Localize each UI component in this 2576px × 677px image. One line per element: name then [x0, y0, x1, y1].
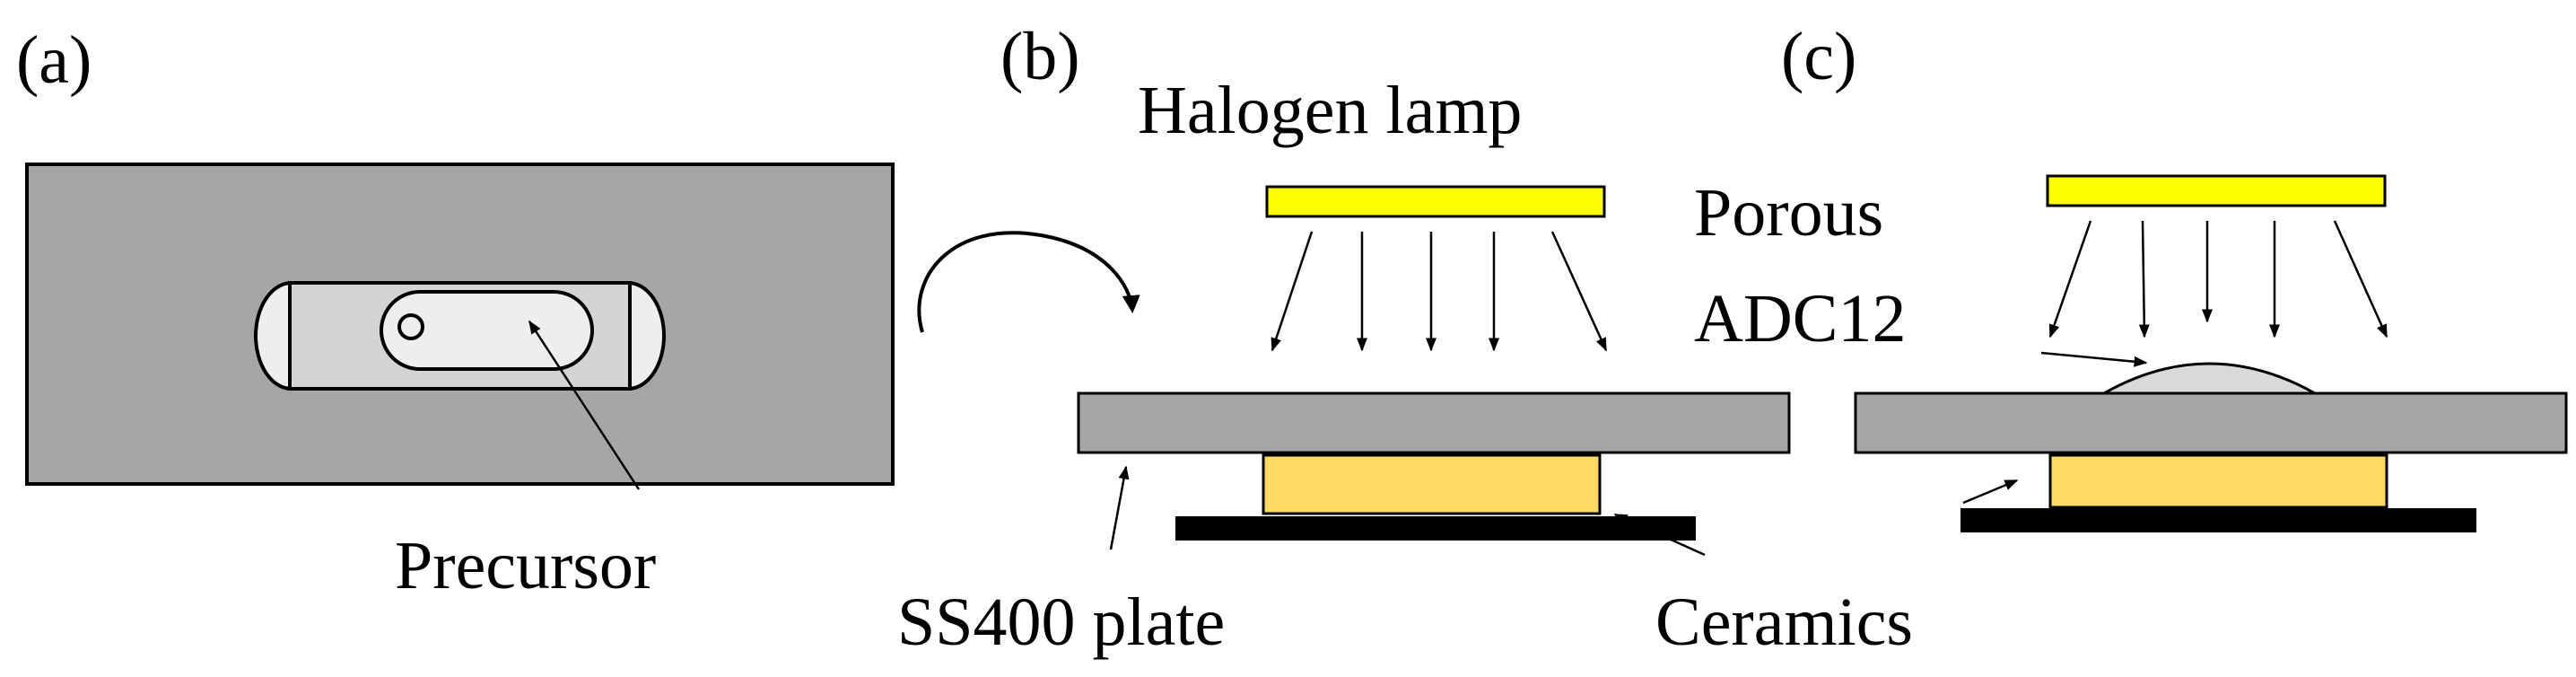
ceramic-base — [1960, 508, 2476, 532]
ceramic-base — [1175, 516, 1696, 541]
halogen-lamp-label: Halogen lamp — [1138, 73, 1522, 148]
panel-a-top-view — [25, 163, 895, 490]
ceramics-block — [2048, 453, 2388, 509]
ss400-plate-label: SS400 plate — [897, 585, 1225, 660]
porous-pointer-arrow — [2040, 351, 2148, 367]
rotation-arrow — [917, 231, 1140, 333]
precursor-label: Precursor — [395, 528, 656, 603]
light-rays — [1271, 231, 1608, 352]
light-ray — [2333, 220, 2388, 338]
panel-b-label: (b) — [1000, 19, 1080, 94]
light-ray — [2048, 220, 2092, 338]
porous-label: Porous — [1694, 175, 1883, 251]
ceramics-block — [1262, 453, 1602, 515]
light-rays — [2048, 220, 2388, 338]
ceramics-pointer-arrow-c — [1962, 479, 2019, 505]
hole-marker — [397, 313, 424, 340]
light-ray — [1550, 231, 1608, 352]
precursor-pointer-arrow — [528, 320, 641, 490]
light-ray — [2138, 220, 2150, 338]
light-ray — [1271, 231, 1314, 352]
ss400-plate — [1077, 391, 1791, 454]
precursor — [380, 290, 594, 371]
ceramics-label: Ceramics — [1655, 585, 1913, 660]
panel-c-side-view — [1854, 174, 2568, 532]
ceramics-pointer-arrow-b — [1613, 513, 1706, 557]
panel-a-label: (a) — [16, 22, 92, 98]
panel-b-side-view — [1077, 185, 1791, 557]
halogen-lamp — [2046, 174, 2387, 207]
ss400-plate — [1854, 391, 2568, 454]
porous-adc12-dome — [2099, 362, 2320, 395]
panel-c-label: (c) — [1781, 19, 1856, 94]
halogen-lamp — [1265, 185, 1606, 218]
adc12-label: ADC12 — [1694, 281, 1906, 356]
plate-pointer-arrow — [1109, 465, 1130, 550]
